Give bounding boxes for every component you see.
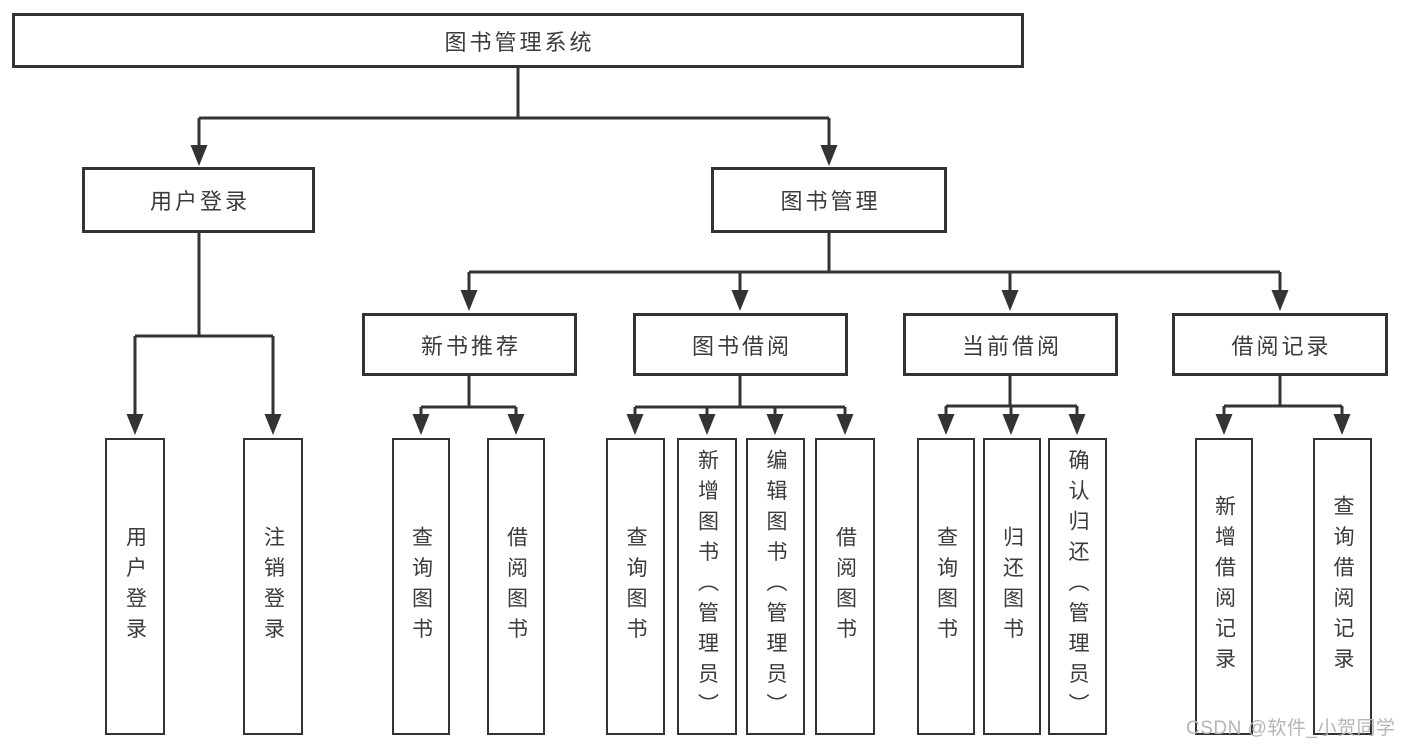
leaf-user-login: 用户登录	[105, 438, 165, 735]
leaf-label: 编辑图书（管理员）	[764, 449, 787, 724]
leaf-query-books-current: 查询图书	[917, 438, 975, 735]
arrow-down-icon	[507, 414, 525, 435]
node-borrowing-records: 借阅记录	[1172, 313, 1388, 376]
arrow-down-icon	[836, 414, 854, 435]
arrow-down-icon	[766, 414, 784, 435]
node-user-login: 用户登录	[82, 167, 315, 233]
watermark: CSDN @软件_小贺同学	[1186, 718, 1396, 739]
node-current-borrowing: 当前借阅	[903, 313, 1118, 376]
arrow-down-icon	[1068, 414, 1086, 435]
arrow-down-icon	[731, 290, 749, 311]
leaf-query-books-recommend: 查询图书	[392, 438, 450, 735]
leaf-label: 借阅图书	[833, 525, 857, 648]
node-book-management: 图书管理	[711, 167, 947, 233]
leaf-label: 查询图书	[934, 525, 958, 648]
leaf-label: 查询图书	[624, 525, 647, 648]
connector-book-borrow-branch	[633, 376, 847, 418]
leaf-label: 用户登录	[123, 525, 147, 648]
arrow-down-icon	[264, 414, 282, 435]
connector-user-login-branch	[133, 233, 275, 418]
node-label: 借阅记录	[1231, 333, 1332, 359]
connector-borrow-records-branch	[1222, 376, 1344, 418]
arrow-down-icon	[126, 414, 144, 435]
node-label: 新书推荐	[420, 333, 521, 359]
arrow-down-icon	[626, 414, 644, 435]
node-label: 图书借阅	[691, 333, 792, 359]
leaf-confirm-return-admin: 确认归还（管理员）	[1048, 438, 1107, 735]
leaf-label: 注销登录	[261, 525, 285, 648]
leaf-label: 确认归还（管理员）	[1066, 449, 1089, 724]
leaf-edit-books-admin: 编辑图书（管理员）	[746, 438, 805, 735]
leaf-borrow-books-recommend: 借阅图书	[487, 438, 545, 735]
arrow-down-icon	[937, 414, 955, 435]
arrow-down-icon	[820, 145, 838, 166]
connector-new-book-branch	[419, 376, 518, 418]
node-label: 图书管理系统	[444, 29, 595, 55]
leaf-label: 新增借阅记录	[1212, 495, 1236, 678]
arrow-down-icon	[190, 145, 208, 166]
arrow-down-icon	[460, 290, 478, 311]
leaf-query-borrow-record: 查询借阅记录	[1313, 438, 1372, 735]
connector-root-branch	[197, 68, 831, 150]
node-label: 图书管理	[780, 189, 881, 214]
arrow-down-icon	[1333, 414, 1351, 435]
arrow-down-icon	[1002, 414, 1020, 435]
node-new-book-recommendation: 新书推荐	[362, 313, 577, 376]
leaf-query-books-borrow: 查询图书	[606, 438, 665, 735]
leaf-label: 新增图书（管理员）	[695, 449, 719, 724]
node-label: 当前借阅	[961, 333, 1062, 359]
arrow-down-icon	[1215, 414, 1233, 435]
arrowheads	[126, 145, 1351, 435]
leaf-label: 查询借阅记录	[1331, 495, 1354, 678]
leaf-add-borrow-record: 新增借阅记录	[1195, 438, 1253, 735]
leaf-return-books: 归还图书	[983, 438, 1041, 735]
connector-book-management-branch	[467, 233, 1282, 294]
leaf-add-books-admin: 新增图书（管理员）	[677, 438, 737, 735]
leaf-borrow-books: 借阅图书	[815, 438, 875, 735]
arrow-down-icon	[412, 414, 430, 435]
arrow-down-icon	[1001, 290, 1019, 311]
arrow-down-icon	[1271, 290, 1289, 311]
node-label: 用户登录	[149, 189, 250, 214]
arrow-down-icon	[698, 414, 716, 435]
connector-current-borrow-branch	[944, 376, 1079, 418]
leaf-logout: 注销登录	[243, 438, 303, 735]
leaf-label: 归还图书	[1000, 525, 1024, 648]
node-library-system: 图书管理系统	[12, 13, 1024, 68]
node-book-borrowing: 图书借阅	[633, 313, 848, 376]
leaf-label: 借阅图书	[504, 525, 528, 648]
leaf-label: 查询图书	[409, 525, 433, 648]
